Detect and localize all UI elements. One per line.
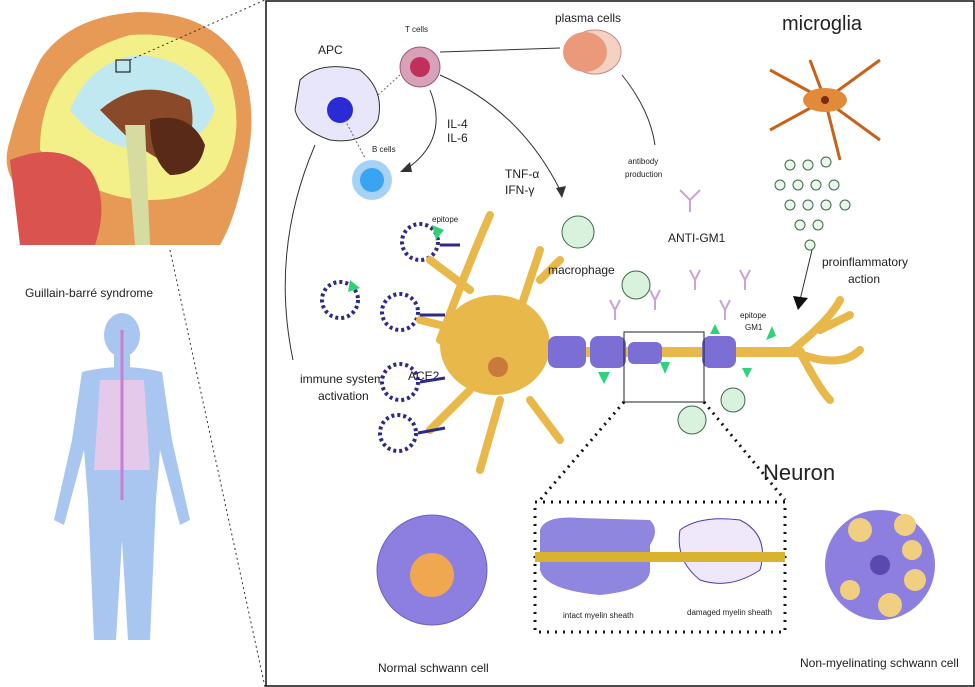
left-title: Guillain-barré syndrome [25, 286, 153, 300]
epitope-label: epitope [432, 215, 459, 224]
intact-label: intact myelin sheath [563, 611, 634, 620]
non-myel-schwann-label: Non-myelinating schwann cell [800, 656, 959, 670]
t-cells-label: T cells [405, 25, 428, 34]
proinflammatory-label-1: proinflammatory [822, 255, 908, 269]
macrophage-label: macrophage [548, 263, 615, 277]
antibody-label-2: production [625, 170, 662, 179]
normal-schwann-axon [410, 553, 454, 597]
main-panel-frame [265, 0, 975, 687]
neuron-label: Neuron [763, 460, 835, 485]
plasma-cells-label: plasma cells [555, 11, 621, 25]
neuron-soma [440, 295, 550, 395]
neuron-nucleus [488, 357, 508, 377]
il4-label: IL-4 [447, 117, 468, 131]
human-body-nervous-system [54, 313, 190, 640]
plasma-cells [563, 29, 622, 75]
tnf-label: TNF-α [505, 167, 539, 181]
macrophages [561, 215, 746, 435]
ace2-receptors [417, 243, 460, 435]
b-cell-nucleus [360, 168, 384, 192]
epitope-gm1-label-2: GM1 [745, 323, 763, 332]
ifn-label: IFN-γ [505, 183, 534, 197]
immune-label-1: immune system [300, 372, 384, 386]
normal-schwann-label: Normal schwann cell [378, 661, 489, 675]
virus-particles [320, 222, 440, 453]
cytokine-particles [774, 156, 851, 251]
antibody-label-1: antibody [628, 157, 658, 166]
epitope-gm1-label-1: epitope [740, 311, 767, 320]
zoom-line-bottom [169, 249, 266, 687]
head-sagittal-illustration [6, 12, 252, 245]
epitope-marker [432, 225, 444, 240]
anti-gm1-antibodies [609, 189, 751, 320]
proinflammatory-label-2: action [848, 272, 880, 286]
damaged-label: damaged myelin sheath [687, 608, 772, 617]
myelin-inset-frame [533, 500, 787, 634]
apc-cell [294, 66, 380, 142]
epitope-marker [348, 280, 360, 292]
immune-label-2: activation [318, 389, 369, 403]
axon-inset [535, 552, 785, 562]
t-cell-nucleus [410, 57, 430, 77]
b-cells-label: B cells [372, 145, 396, 154]
microglia-label: microglia [782, 13, 863, 35]
microglia-cell [769, 58, 881, 161]
neuron [416, 211, 864, 474]
apc-label: APC [318, 43, 343, 57]
il6-label: IL-6 [447, 131, 468, 145]
gm1-epitopes [598, 324, 776, 384]
damaged-myelin-sheath [678, 518, 763, 584]
myelin-segments [548, 336, 736, 368]
anti-gm1-label: ANTI-GM1 [668, 231, 726, 245]
zoom-box [623, 331, 705, 403]
non-myelinating-schwann-cell [825, 510, 935, 620]
